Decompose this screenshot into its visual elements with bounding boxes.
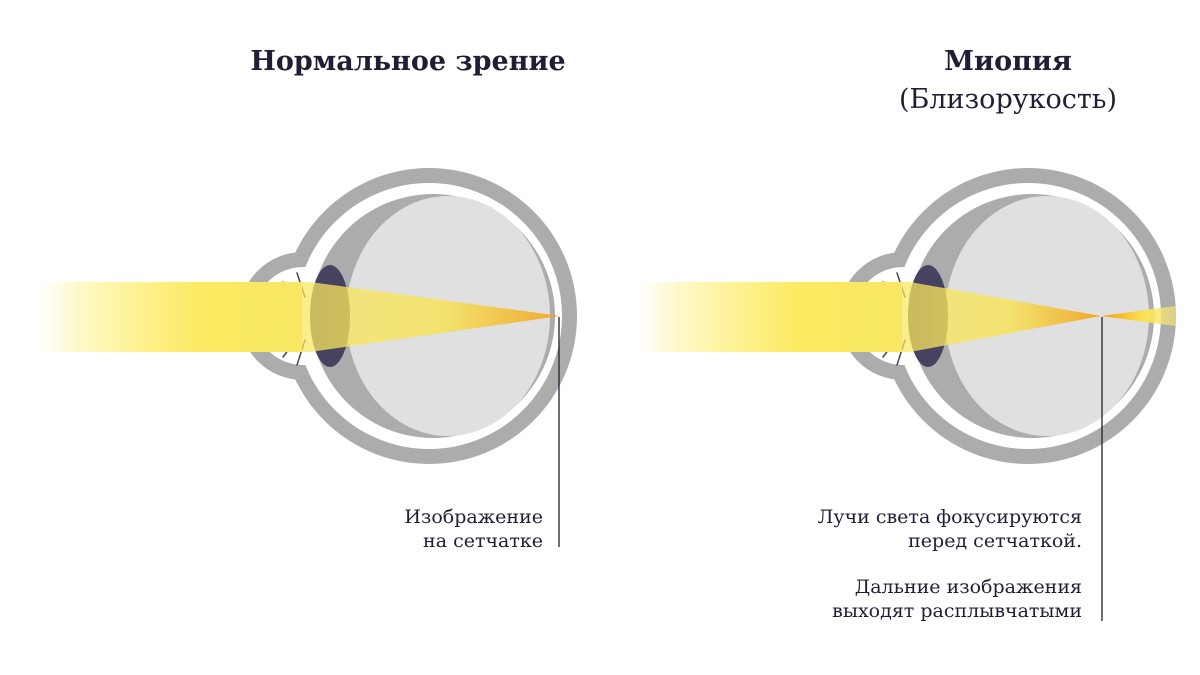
caption-line: перед сетчаткой. xyxy=(908,530,1082,552)
myopia-eye-illustration xyxy=(640,168,1176,621)
right-panel-caption: Лучи света фокусируются перед сетчаткой.… xyxy=(818,505,1082,623)
caption-line: Лучи света фокусируются xyxy=(817,506,1082,528)
light-cone-focused xyxy=(240,282,560,352)
caption-line: на сетчатке xyxy=(423,530,543,552)
light-cone-diverging xyxy=(1101,306,1176,326)
right-panel-subtitle: (Близорукость) xyxy=(898,84,1118,115)
left-panel-caption: Изображение на сетчатке xyxy=(404,505,543,553)
light-cone-converging xyxy=(840,282,1101,352)
caption-line: выходят расплывчатыми xyxy=(832,600,1082,622)
caption-spacer xyxy=(818,553,1082,575)
caption-line: Дальние изображения xyxy=(854,576,1082,598)
caption-line: Изображение xyxy=(404,506,543,528)
normal-eye-illustration xyxy=(40,168,577,547)
right-panel-title: Миопия xyxy=(944,46,1072,77)
left-panel-title: Нормальное зрение xyxy=(250,46,566,77)
